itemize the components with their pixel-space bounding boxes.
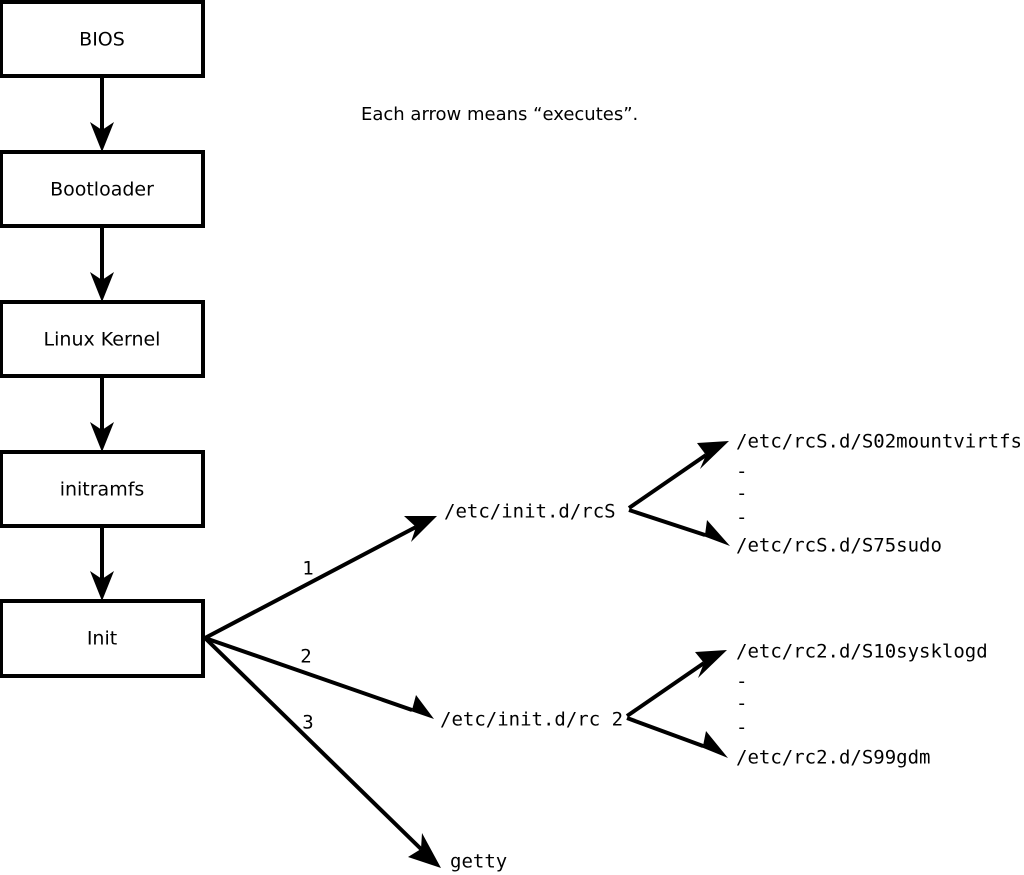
init-fanout-edges [203,516,441,868]
node-label-linux-kernel: Linux Kernel [44,329,161,351]
rcS-ellipsis-dash-2: - [736,483,747,505]
node-bootloader[interactable]: Bootloader [0,150,205,228]
node-label-initramfs: initramfs [60,479,145,501]
edge-rc2-to-first-script [625,650,727,718]
diagram-caption: Each arrow means “executes”. [361,104,638,125]
edge-rcS-to-last-script [628,508,730,546]
rcS-ellipsis-dash-1: - [736,461,747,483]
rc2-ellipsis-dash-2: - [736,693,747,715]
edge-init-to-rcS [204,516,437,640]
edge-number-3: 3 [302,712,313,734]
label-etc-rcS-d-S02mountvirtfs: /etc/rcS.d/S02mountvirtfs [736,431,1022,453]
rc2-ellipsis-dash-1: - [736,671,747,693]
label-etc-rc2-d-S10sysklogd: /etc/rc2.d/S10sysklogd [736,641,988,663]
edge-number-2: 2 [300,646,311,668]
node-linux-kernel[interactable]: Linux Kernel [0,300,205,378]
node-label-bootloader: Bootloader [50,179,154,201]
edge-kernel-to-initramfs [90,376,114,452]
edge-init-to-getty [203,636,441,868]
label-etc-rc2-d-S99gdm: /etc/rc2.d/S99gdm [736,747,930,769]
node-label-init: Init [87,628,117,650]
vertical-edges [90,76,114,601]
node-bios[interactable]: BIOS [0,0,205,78]
rc2-ellipsis-dash-3: - [736,717,747,739]
rcS-fanout-edges [627,441,730,546]
label-etc-init-d-rcS: /etc/init.d/rcS [444,501,616,523]
label-etc-init-d-rc-2: /etc/init.d/rc 2 [440,709,623,731]
edge-initramfs-to-init [90,526,114,601]
edge-rc2-to-last-script [626,716,728,758]
label-etc-rcS-d-S75sudo: /etc/rcS.d/S75sudo [736,535,942,557]
edge-rcS-to-first-script [627,441,729,510]
label-getty: getty [450,851,507,873]
node-init[interactable]: Init [0,599,205,678]
node-label-bios: BIOS [79,29,125,51]
edge-bootloader-to-kernel [90,226,114,302]
rcS-ellipsis-dash-3: - [736,507,747,529]
rc2-fanout-edges [625,650,728,758]
edge-number-1: 1 [302,558,313,580]
node-initramfs[interactable]: initramfs [0,450,205,528]
edge-init-to-rc2 [204,636,434,719]
edge-bios-to-bootloader [90,76,114,152]
